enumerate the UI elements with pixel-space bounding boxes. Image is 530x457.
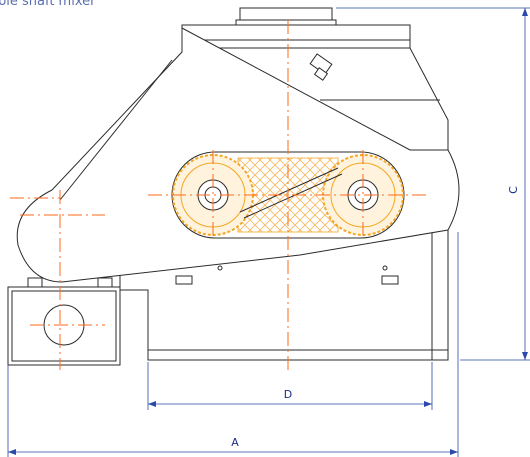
right-gear	[322, 154, 404, 236]
dimension-arrows	[8, 8, 528, 455]
dimension-lines	[7, 7, 530, 457]
dimension-label-a: A	[231, 436, 239, 449]
bolt	[309, 53, 333, 81]
top-flange	[235, 7, 337, 26]
centerlines	[10, 20, 430, 370]
drive-chain	[239, 167, 343, 219]
dimension-label-c: C	[507, 186, 520, 194]
body-slots	[175, 265, 399, 285]
diagram-caption: ble shaft mixer	[0, 0, 96, 9]
dimension-label-d: D	[284, 388, 292, 401]
end-housing	[7, 277, 121, 366]
